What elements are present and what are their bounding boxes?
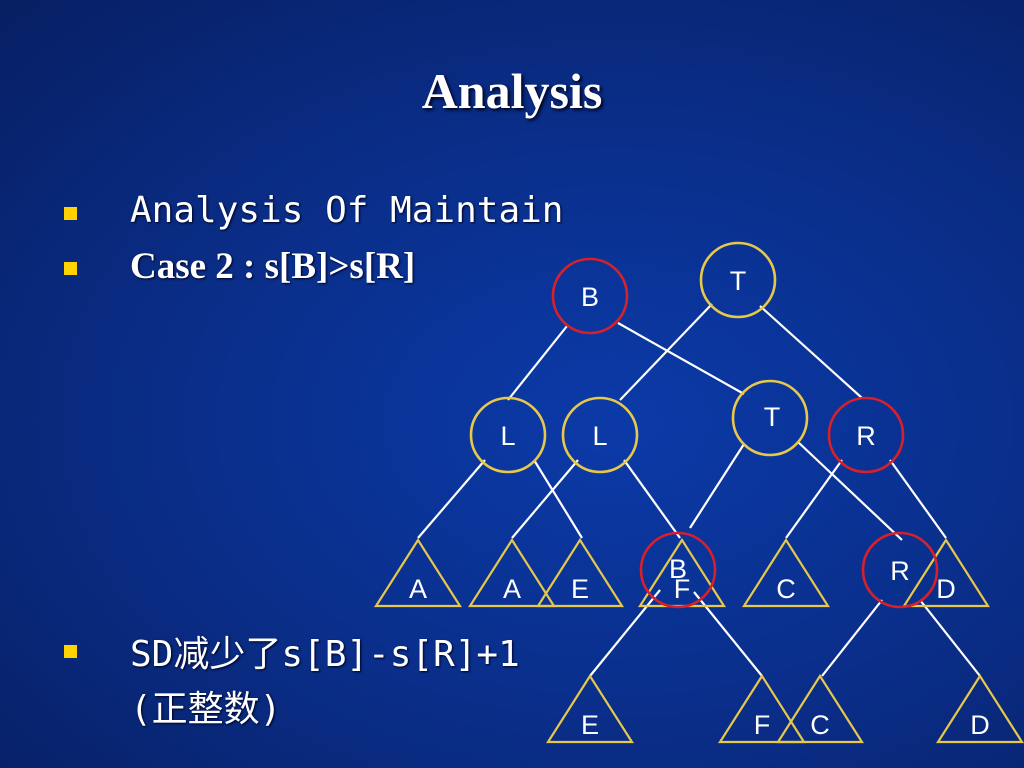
node-label: B <box>669 554 687 584</box>
slide-title: Analysis <box>421 63 603 119</box>
leaf-label: F <box>674 574 691 604</box>
node-label: R <box>856 421 876 451</box>
leaf-label: D <box>970 710 990 740</box>
node-label: L <box>592 421 607 451</box>
node-r-grandchild <box>861 531 939 609</box>
bullet-positive-integer: (正整数) <box>130 689 282 730</box>
bullet-sd-decrease: SD减少了s[B]-s[R]+1 <box>130 634 520 675</box>
node-label: B <box>581 282 599 312</box>
node-label: T <box>730 266 747 296</box>
node-label: L <box>500 421 515 451</box>
node-l-left <box>469 396 547 474</box>
leaf-label: C <box>810 710 830 740</box>
bullet-marker <box>64 207 77 220</box>
tree-edges <box>417 303 981 677</box>
node-b-root <box>551 257 629 335</box>
bullet-case-2: Case 2 : s[B]>s[R] <box>130 246 416 287</box>
leaf-label: C <box>776 574 796 604</box>
node-label: T <box>764 402 781 432</box>
leaf-label: E <box>571 574 589 604</box>
leaf-triangles <box>373 537 1024 744</box>
bullet-analysis-of-maintain: Analysis Of Maintain <box>130 190 564 231</box>
bullet-marker <box>64 262 77 275</box>
leaf-label: E <box>581 710 599 740</box>
leaf-label: D <box>936 574 956 604</box>
leaf-label: F <box>754 710 771 740</box>
node-l-right <box>561 396 639 474</box>
leaf-label: A <box>409 574 427 604</box>
tree-nodes <box>469 241 939 609</box>
leaf-label: A <box>503 574 521 604</box>
node-b-child <box>639 531 717 609</box>
node-r-child <box>827 396 905 474</box>
node-label: R <box>890 556 910 586</box>
node-t-child <box>731 379 809 457</box>
node-t-root <box>699 241 777 319</box>
bullet-marker <box>64 645 77 658</box>
